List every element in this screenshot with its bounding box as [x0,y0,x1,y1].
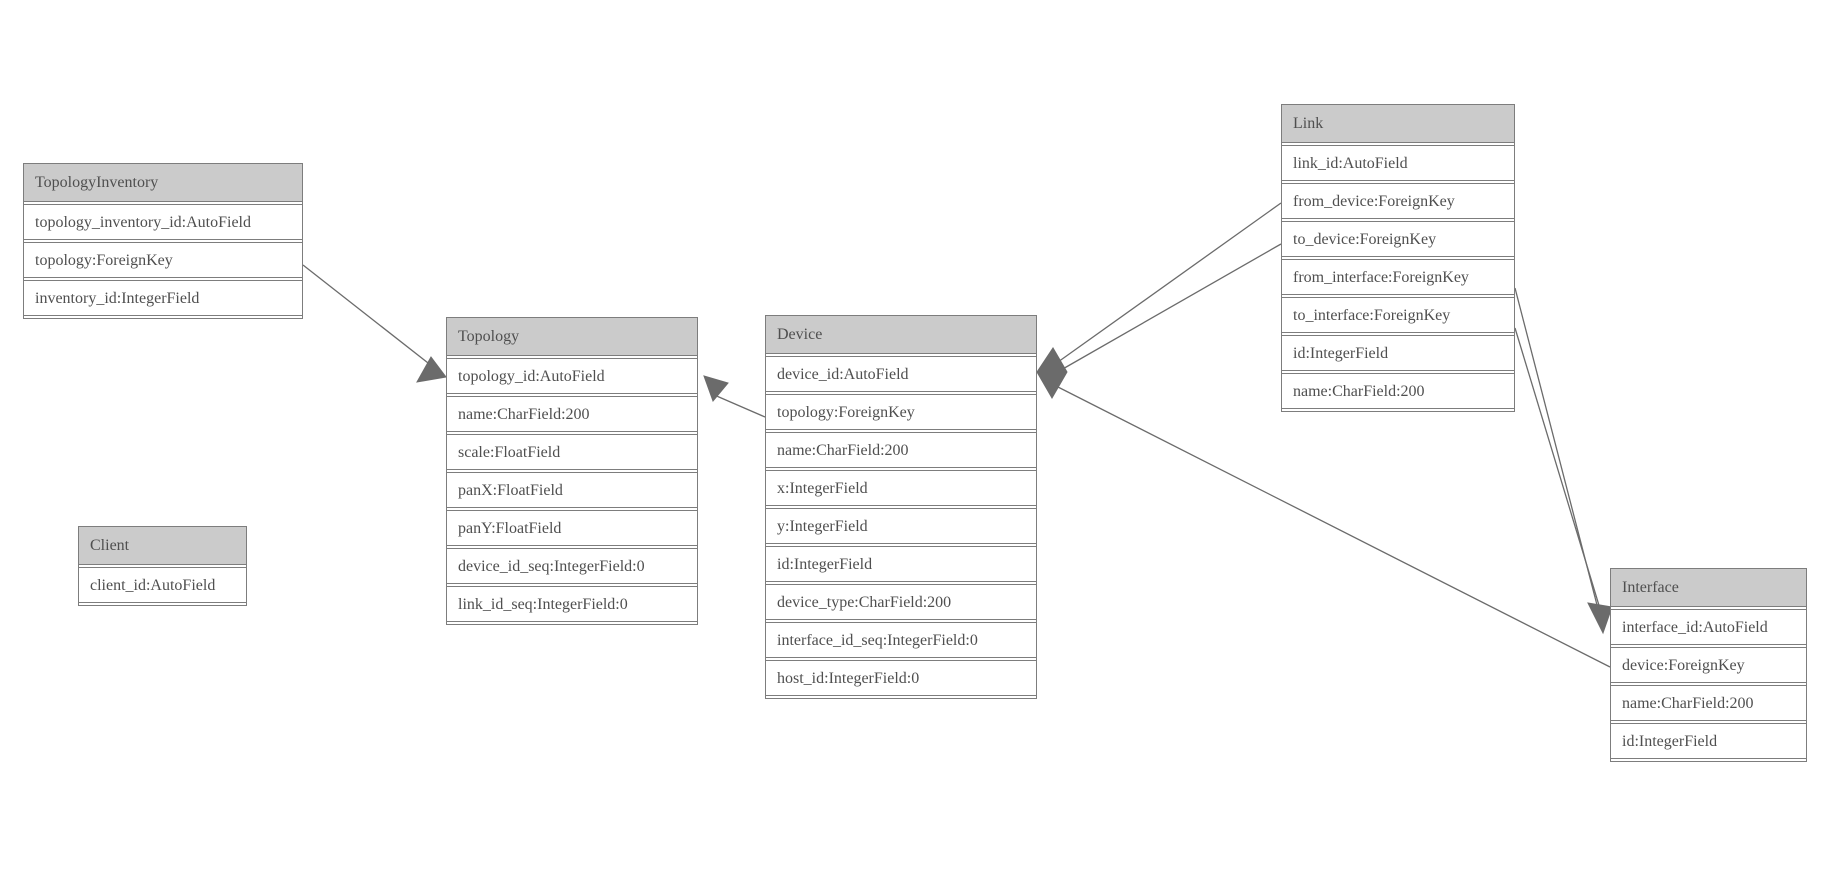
field-link-to-device: to_device:ForeignKey [1282,221,1514,257]
entity-client-header: Client [79,527,246,565]
field-panx: panX:FloatField [447,472,697,508]
edge-link-to-device [1060,243,1282,371]
field-device-id: device_id:AutoField [766,356,1036,392]
field-device-name: name:CharField:200 [766,432,1036,468]
edge-link-to-interface [1514,327,1602,613]
field-device-type: device_type:CharField:200 [766,584,1036,620]
field-device-topology-fk: topology:ForeignKey [766,394,1036,430]
entity-link: Link link_id:AutoField from_device:Forei… [1281,104,1515,412]
field-device-host-id: host_id:IntegerField:0 [766,660,1036,696]
entity-topology-header: Topology [447,318,697,356]
edge-link-from-device [1057,202,1282,363]
field-interface-id-int: id:IntegerField [1611,723,1806,759]
edge-interface-device [1055,385,1611,668]
field-name: name:CharField:200 [447,396,697,432]
field-inventory-id: inventory_id:IntegerField [24,280,302,316]
arrowhead-interface [1587,602,1613,635]
field-device-x: x:IntegerField [766,470,1036,506]
field-device-id-seq: device_id_seq:IntegerField:0 [447,548,697,584]
field-device-interface-id-seq: interface_id_seq:IntegerField:0 [766,622,1036,658]
entity-interface-header: Interface [1611,569,1806,607]
entity-interface: Interface interface_id:AutoField device:… [1610,568,1807,762]
arrowhead-topologyinventory-topology [416,356,447,383]
entity-link-header: Link [1282,105,1514,143]
entity-device: Device device_id:AutoField topology:Fore… [765,315,1037,699]
field-client-id: client_id:AutoField [79,567,246,603]
field-topology-fk: topology:ForeignKey [24,242,302,278]
field-topology-id: topology_id:AutoField [447,358,697,394]
field-interface-device-fk: device:ForeignKey [1611,647,1806,683]
field-device-y: y:IntegerField [766,508,1036,544]
field-link-id-seq: link_id_seq:IntegerField:0 [447,586,697,622]
field-link-to-interface: to_interface:ForeignKey [1282,297,1514,333]
field-pany: panY:FloatField [447,510,697,546]
entity-topologyinventory: TopologyInventory topology_inventory_id:… [23,163,303,319]
field-interface-id: interface_id:AutoField [1611,609,1806,645]
entity-client: Client client_id:AutoField [78,526,247,606]
arrowhead-device [1036,347,1068,400]
edge-device-topology [711,393,766,418]
entity-topologyinventory-header: TopologyInventory [24,164,302,202]
field-link-id-int: id:IntegerField [1282,335,1514,371]
field-link-from-interface: from_interface:ForeignKey [1282,259,1514,295]
edge-topologyinventory-topology [302,264,438,371]
field-device-id-int: id:IntegerField [766,546,1036,582]
field-link-id: link_id:AutoField [1282,145,1514,181]
arrowhead-device-topology [703,375,729,402]
field-topology-inventory-id: topology_inventory_id:AutoField [24,204,302,240]
field-link-name: name:CharField:200 [1282,373,1514,409]
field-interface-name: name:CharField:200 [1611,685,1806,721]
field-scale: scale:FloatField [447,434,697,470]
entity-topology: Topology topology_id:AutoField name:Char… [446,317,698,625]
field-link-from-device: from_device:ForeignKey [1282,183,1514,219]
entity-device-header: Device [766,316,1036,354]
